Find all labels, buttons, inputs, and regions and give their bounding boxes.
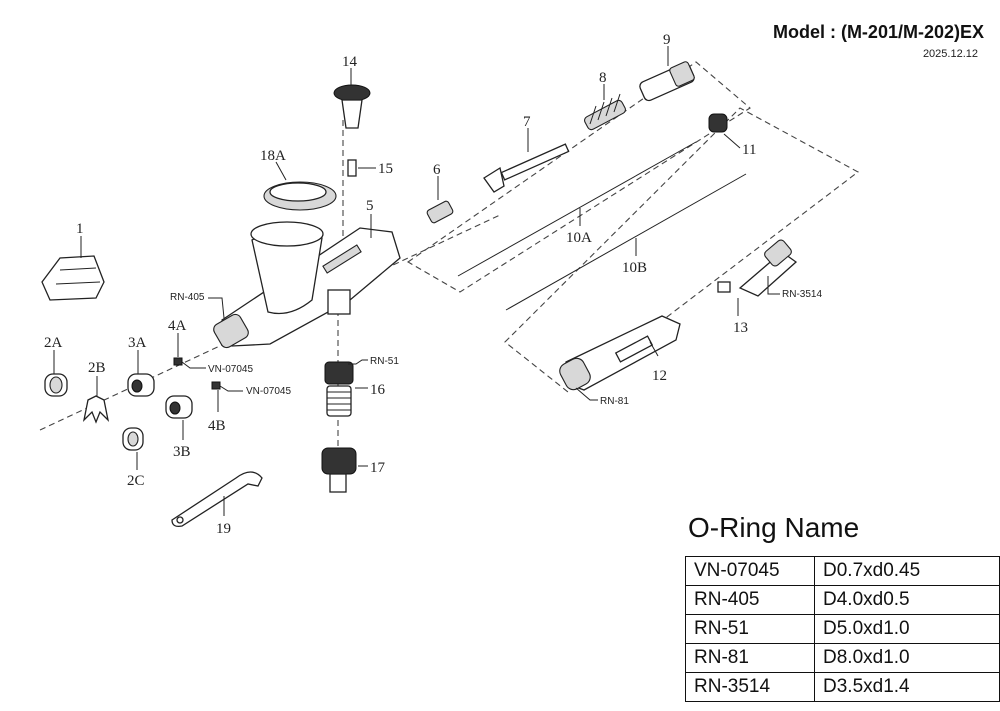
- assembly-guides: [39, 61, 860, 470]
- label-part-19: 19: [216, 521, 231, 537]
- leader-11: [723, 133, 741, 149]
- part-9-spring-tension: [639, 61, 695, 102]
- oring-size-cell: D3.5xd1.4: [814, 672, 1000, 702]
- label-part-10b: 10B: [622, 260, 647, 276]
- oring-size-cell: D8.0xd1.0: [814, 643, 1000, 673]
- table-row: RN-51 D5.0xd1.0: [685, 614, 1000, 644]
- leader-rn51: [348, 359, 368, 365]
- oring-table-title: O-Ring Name: [688, 512, 860, 543]
- oring-label-rn51: RN-51: [370, 356, 399, 367]
- label-part-7: 7: [523, 114, 531, 130]
- oring-name-cell: RN-81: [685, 643, 815, 673]
- part-13-airvalve-body: [717, 239, 798, 297]
- label-part-2b: 2B: [88, 360, 106, 376]
- table-row: VN-07045 D0.7xd0.45: [685, 556, 1000, 586]
- leader-rn405: [208, 297, 225, 319]
- label-part-13: 13: [733, 320, 748, 336]
- part-2b-crown-cap: [82, 395, 110, 424]
- oring-size-cell: D0.7xd0.45: [814, 556, 1000, 586]
- oring-name-cell: VN-07045: [685, 556, 815, 586]
- label-part-2c: 2C: [127, 473, 145, 489]
- part-4b-tip: [211, 381, 221, 390]
- table-row: RN-405 D4.0xd0.5: [685, 585, 1000, 615]
- oring-name-cell: RN-405: [685, 585, 815, 615]
- label-part-14: 14: [342, 54, 358, 70]
- label-part-11: 11: [742, 142, 756, 158]
- label-part-4a: 4A: [168, 318, 187, 334]
- part-7-needle-chuck: [483, 143, 570, 193]
- leader-18a: [275, 161, 287, 181]
- part-11-needle-locking-nut: [708, 113, 728, 133]
- leader-rn81: [575, 387, 598, 401]
- label-part-4b: 4B: [208, 418, 226, 434]
- oring-name-cell: RN-3514: [685, 672, 815, 702]
- revision-date: 2025.12.12: [922, 48, 978, 60]
- part-12-handle: [559, 315, 681, 391]
- part-15-valve-stem: [347, 159, 357, 177]
- part-2a-cap: [44, 373, 68, 397]
- part-19-wrench: [171, 471, 263, 528]
- leader-rn3514: [767, 276, 780, 295]
- oring-name-cell: RN-51: [685, 614, 815, 644]
- part-10a-needle: [457, 141, 697, 277]
- part-18a-cup-lid: [263, 181, 337, 211]
- handle-kit-box: [504, 107, 860, 393]
- part-2c-cap: [122, 427, 144, 451]
- label-part-18a: 18A: [260, 148, 286, 164]
- part-16-air-valve: [324, 361, 354, 417]
- oring-size-cell: D5.0xd1.0: [814, 614, 1000, 644]
- label-part-8: 8: [599, 70, 607, 86]
- oring-label-vn07045-a: VN-07045: [208, 364, 253, 375]
- model-title: Model : (M-201/M-202)EX: [772, 22, 984, 42]
- part-17-hose-connector: [321, 447, 357, 493]
- part-3a-nozzle: [127, 373, 155, 397]
- label-part-5: 5: [366, 198, 374, 214]
- leader-12: [649, 341, 659, 357]
- oring-label-rn3514: RN-3514: [782, 289, 822, 300]
- oring-label-rn81: RN-81: [600, 396, 629, 407]
- needle-kit-box: [406, 61, 751, 293]
- part-4a-tip: [173, 357, 183, 366]
- leader-vn07045-b: [219, 385, 243, 392]
- label-part-1: 1: [76, 221, 84, 237]
- label-part-15: 15: [378, 161, 393, 177]
- part-10b-needle: [505, 173, 747, 311]
- label-part-3b: 3B: [173, 444, 191, 460]
- label-part-3a: 3A: [128, 335, 147, 351]
- part-1-nozzle-cap: [41, 255, 105, 301]
- part-8-spring: [584, 93, 626, 131]
- label-part-10a: 10A: [566, 230, 592, 246]
- oring-size-cell: D4.0xd0.5: [814, 585, 1000, 615]
- oring-table: VN-07045 D0.7xd0.45 RN-405 D4.0xd0.5 RN-…: [685, 556, 1000, 702]
- part-14-trigger: [333, 84, 371, 129]
- label-part-9: 9: [663, 32, 671, 48]
- leader-vn07045-a: [181, 361, 206, 369]
- label-part-6: 6: [433, 162, 441, 178]
- label-part-17: 17: [370, 460, 386, 476]
- table-row: RN-81 D8.0xd1.0: [685, 643, 1000, 673]
- part-5-body: [213, 221, 401, 349]
- part-6-spring-guide: [426, 200, 454, 224]
- part-3b-nozzle: [165, 395, 193, 419]
- oring-label-rn405: RN-405: [170, 292, 205, 303]
- label-part-2a: 2A: [44, 335, 63, 351]
- label-part-12: 12: [652, 368, 667, 384]
- label-part-16: 16: [370, 382, 386, 398]
- table-row: RN-3514 D3.5xd1.4: [685, 672, 1000, 702]
- oring-label-vn07045-b: VN-07045: [246, 386, 291, 397]
